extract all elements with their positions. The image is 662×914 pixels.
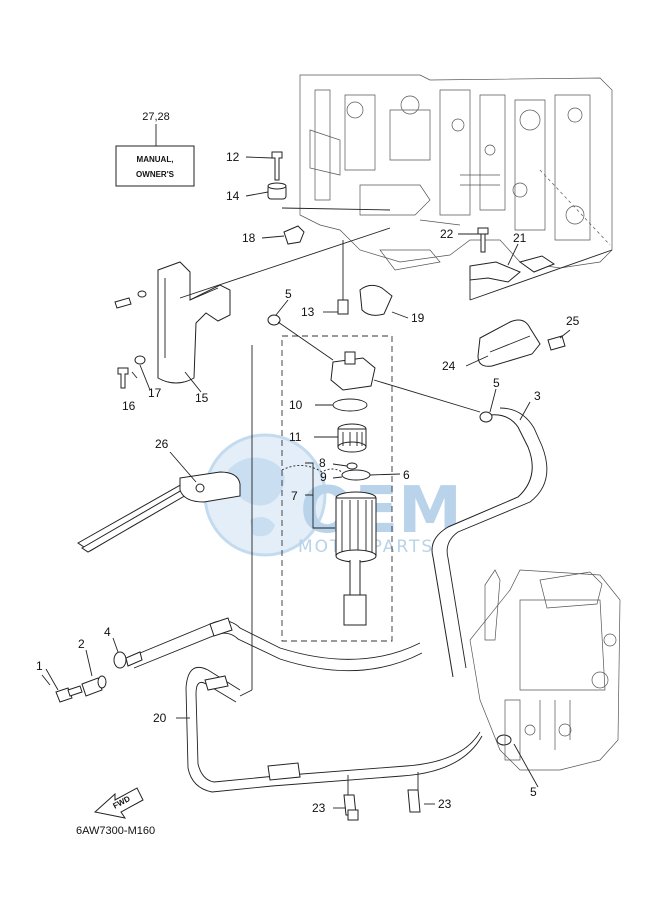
engine-block-drawing: [299, 74, 613, 271]
callout-1[interactable]: 1: [36, 659, 43, 673]
float-8-9[interactable]: [341, 462, 371, 481]
bolt-12[interactable]: [271, 151, 283, 181]
filter-head[interactable]: [330, 351, 376, 391]
callout-24[interactable]: 24: [442, 359, 456, 373]
callout-12[interactable]: 12: [226, 150, 240, 164]
callout-18[interactable]: 18: [242, 231, 256, 245]
hose-3[interactable]: [373, 379, 548, 678]
manual-plate-line1: MANUAL,: [137, 155, 174, 164]
fitting-1[interactable]: [55, 685, 83, 703]
diagram-code: 6AW7300-M160: [76, 825, 155, 837]
clamp-21[interactable]: [469, 255, 556, 283]
manual-plate-frame: [115, 145, 195, 187]
o-ring-10[interactable]: [332, 398, 368, 412]
callout-8[interactable]: 8: [319, 456, 326, 470]
clamp-5-right[interactable]: [496, 734, 512, 746]
leader-lines: [45, 156, 613, 809]
owners-manual-plate[interactable]: MANUAL, OWNER'S 27,28: [115, 111, 195, 187]
callout-21[interactable]: 21: [513, 231, 527, 245]
joint-2[interactable]: [81, 675, 107, 697]
callout-17[interactable]: 17: [148, 386, 162, 400]
callout-23-left[interactable]: 23: [312, 801, 326, 815]
callout-20[interactable]: 20: [153, 711, 167, 725]
callout-26[interactable]: 26: [155, 437, 169, 451]
bolt-small-top[interactable]: [114, 290, 147, 309]
callout-6[interactable]: 6: [403, 468, 410, 482]
clip-23-right[interactable]: [407, 789, 421, 813]
callout-22[interactable]: 22: [440, 227, 454, 241]
clamp-5-mid[interactable]: [479, 411, 493, 423]
watermark-brand: OEM: [300, 474, 462, 548]
watermark: OEM MOTORPARTS: [203, 433, 462, 557]
bracket-15[interactable]: [157, 261, 231, 384]
callout-5-bottom[interactable]: 5: [530, 785, 537, 799]
washer-17[interactable]: [134, 355, 146, 365]
callout-14[interactable]: 14: [226, 189, 240, 203]
callout-25[interactable]: 25: [566, 314, 580, 328]
callout-5-top[interactable]: 5: [285, 287, 292, 301]
fwd-arrow-icon: FWD: [93, 787, 144, 819]
callout-10[interactable]: 10: [289, 398, 303, 412]
bracket-13-19[interactable]: [337, 284, 393, 316]
hose-20[interactable]: [185, 666, 483, 793]
clamp-5-top[interactable]: [267, 314, 334, 361]
watermark-continent-shape: [228, 457, 285, 537]
callout-2[interactable]: 2: [78, 637, 85, 651]
manual-plate-line2: OWNER'S: [136, 170, 175, 179]
callout-7[interactable]: 7: [291, 489, 298, 503]
strap-26[interactable]: [77, 471, 241, 553]
bolt-16[interactable]: [117, 367, 129, 389]
callout-11[interactable]: 11: [289, 430, 302, 444]
fuel-filter-box: [281, 335, 393, 642]
callout-16[interactable]: 16: [122, 399, 136, 413]
clip-18[interactable]: [283, 225, 305, 245]
callout-4[interactable]: 4: [104, 625, 111, 639]
callout-19[interactable]: 19: [411, 311, 425, 325]
bracket-24[interactable]: [477, 319, 541, 367]
callout-13[interactable]: 13: [301, 305, 315, 319]
wire-dots: [281, 465, 343, 473]
bolt-25[interactable]: [547, 335, 566, 351]
grommet-14[interactable]: [267, 182, 287, 200]
clip-23-left[interactable]: [343, 794, 359, 821]
lower-engine-drawing: [469, 569, 621, 771]
filter-cup-7[interactable]: [335, 491, 377, 626]
hose-upper-left[interactable]: [127, 617, 423, 672]
callout-9[interactable]: 9: [320, 470, 327, 484]
callout-23-right[interactable]: 23: [438, 797, 452, 811]
filter-element-11[interactable]: [337, 423, 367, 453]
callouts: 1 2 3 4 5 5 5 6 7 8 9 10 11 12 13 14 15 …: [36, 150, 580, 815]
callout-3[interactable]: 3: [534, 389, 541, 403]
callout-27-28: 27,28: [142, 111, 170, 123]
callout-15[interactable]: 15: [195, 391, 209, 405]
clip-4[interactable]: [113, 651, 143, 669]
callout-5-mid[interactable]: 5: [493, 376, 500, 390]
